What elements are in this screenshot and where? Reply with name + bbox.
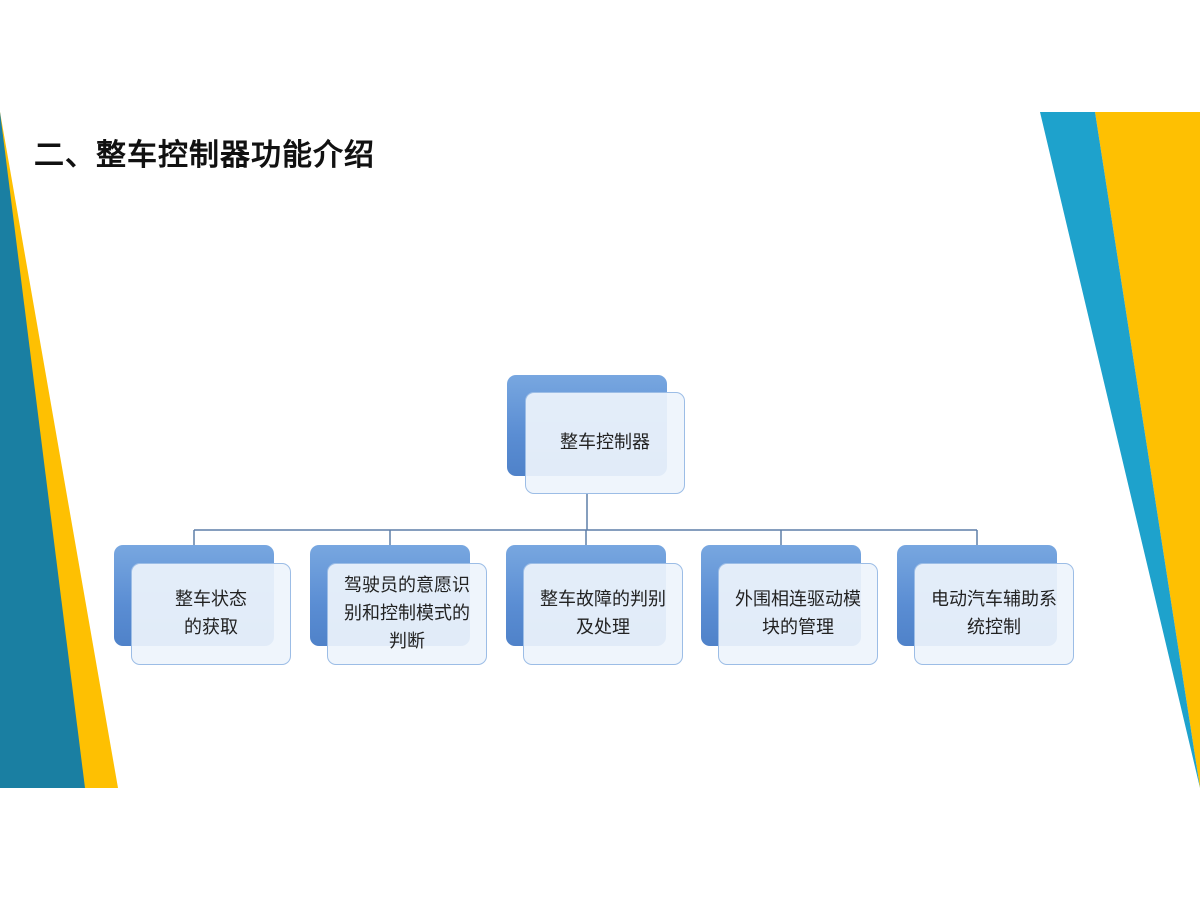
slide-title: 二、整车控制器功能介绍 [34,138,375,173]
child-node-1: 整车状态的获取 [114,545,291,665]
child-node-label: 驾驶员的意愿识别和控制模式的判断 [327,563,487,665]
slide: 二、整车控制器功能介绍 整车控制器 整车状态的获取 驾驶员的意愿识别和控制模式的… [0,112,1200,788]
right-blue-stripe [1040,112,1200,788]
root-node: 整车控制器 [507,375,685,495]
root-node-label: 整车控制器 [525,392,685,494]
left-teal-stripe [0,112,85,788]
child-node-label: 整车故障的判别及处理 [523,563,683,665]
child-node-label: 外围相连驱动模块的管理 [718,563,878,665]
child-node-label: 电动汽车辅助系统控制 [914,563,1074,665]
child-node-5: 电动汽车辅助系统控制 [897,545,1074,665]
child-node-3: 整车故障的判别及处理 [506,545,683,665]
child-node-4: 外围相连驱动模块的管理 [701,545,878,665]
child-node-2: 驾驶员的意愿识别和控制模式的判断 [310,545,487,665]
connector-lines [193,494,978,545]
decorative-stripes [0,112,1200,788]
child-node-label: 整车状态的获取 [131,563,291,665]
